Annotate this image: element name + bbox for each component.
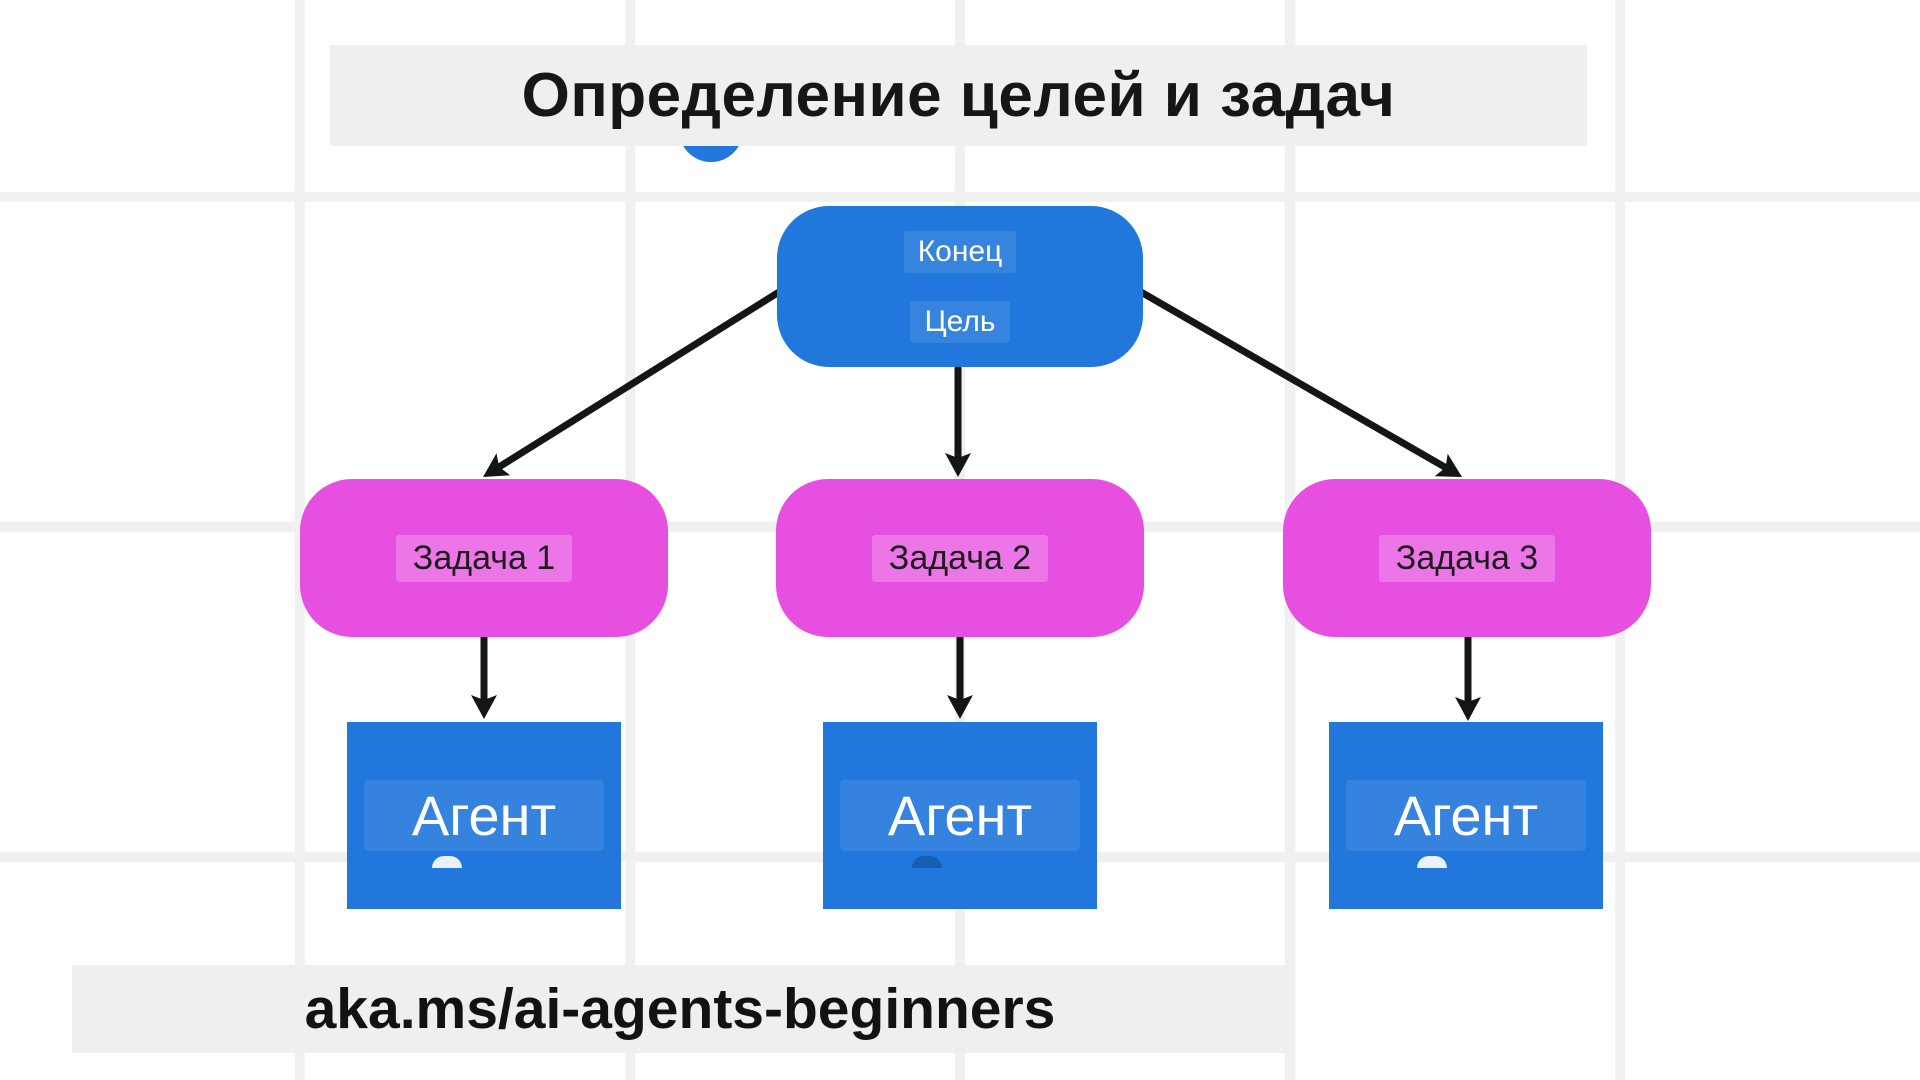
circle-artifact [912, 856, 942, 868]
page-title: Определение целей и задач [521, 61, 1396, 130]
task-2-label: Задача 2 [871, 534, 1049, 582]
goal-label-goal: Цель [910, 300, 1010, 343]
footer-band: aka.ms/ai-agents-beginners [72, 965, 1288, 1053]
node-agent-2[interactable]: Агент [823, 722, 1097, 909]
title-band: Определение целей и задач [330, 45, 1587, 146]
node-goal[interactable]: Конец Цель [777, 206, 1143, 367]
node-agent-3[interactable]: Агент [1329, 722, 1603, 909]
node-agent-1[interactable]: Агент [347, 722, 621, 909]
task-1-label: Задача 1 [395, 534, 573, 582]
node-task-1[interactable]: Задача 1 [300, 479, 668, 637]
circle-artifact [432, 856, 462, 868]
circle-artifact [1417, 856, 1447, 868]
node-task-3[interactable]: Задача 3 [1283, 479, 1651, 637]
task-3-label: Задача 3 [1378, 534, 1556, 582]
agent-1-label: Агент [364, 780, 604, 851]
agent-2-label: Агент [840, 780, 1080, 851]
node-task-2[interactable]: Задача 2 [776, 479, 1144, 637]
footer-link[interactable]: aka.ms/ai-agents-beginners [304, 977, 1056, 1041]
goal-label-end: Конец [903, 230, 1017, 273]
agent-3-label: Агент [1346, 780, 1586, 851]
